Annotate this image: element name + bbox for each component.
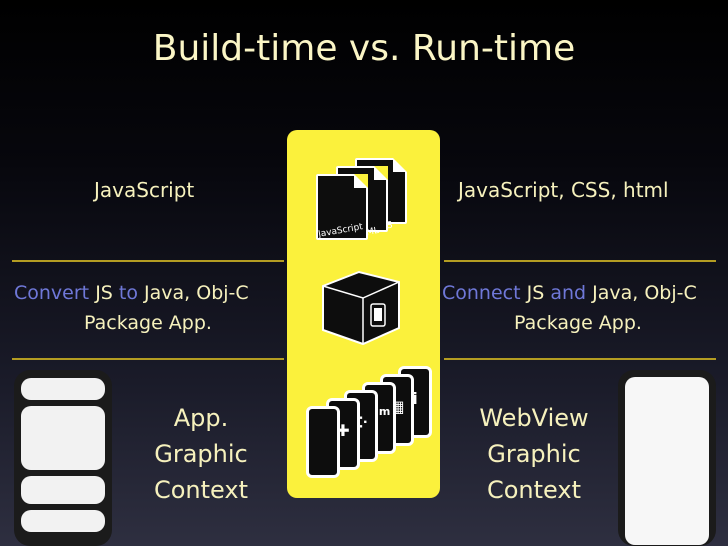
phone-right-icon [618,370,716,546]
native-ui-slot [21,378,105,400]
left-context-line-2: Graphic [154,440,248,468]
connect-keyword: Connect [442,282,521,304]
right-package: Package App. [514,312,642,334]
right-connect-line: Connect JS and Java, Obj-C [442,282,697,304]
convert-keyword: Convert [14,282,90,304]
native-ui-slot [21,510,105,532]
left-convert-line: Convert JS to Java, Obj-C [14,282,249,304]
right-context-line-1: WebView [479,404,589,432]
right-heading: JavaScript, CSS, html [458,178,669,202]
convert-js: JS [95,282,113,304]
javascript-doc-label: JavaScript [317,222,364,240]
native-ui-slot [21,476,105,504]
left-package: Package App. [84,312,212,334]
webview-screen [625,377,709,545]
connect-rest: Java, Obj-C [592,282,697,304]
right-context-line-2: Graphic [487,440,581,468]
left-divider-bottom [12,358,284,360]
native-ui-slot [21,406,105,470]
right-context-line-3: Context [486,476,582,504]
left-context: App. Graphic Context [126,400,276,508]
package-box-icon [322,270,400,346]
phone-left-icon [14,370,112,546]
convert-to: to [118,282,138,304]
left-context-line-3: Context [153,476,249,504]
left-context-line-1: App. [173,404,229,432]
convert-rest: Java, Obj-C [144,282,249,304]
connect-js: JS [526,282,545,304]
right-divider-bottom [444,358,716,360]
left-heading: JavaScript [94,178,195,202]
connect-and: and [550,282,587,304]
apple-card-icon [306,406,340,478]
right-context: WebView Graphic Context [454,400,614,508]
left-divider-top [12,260,284,262]
slide-title: Build-time vs. Run-time [152,28,576,69]
javascript-document-icon: JavaScript [316,174,368,240]
right-divider-top [444,260,716,262]
